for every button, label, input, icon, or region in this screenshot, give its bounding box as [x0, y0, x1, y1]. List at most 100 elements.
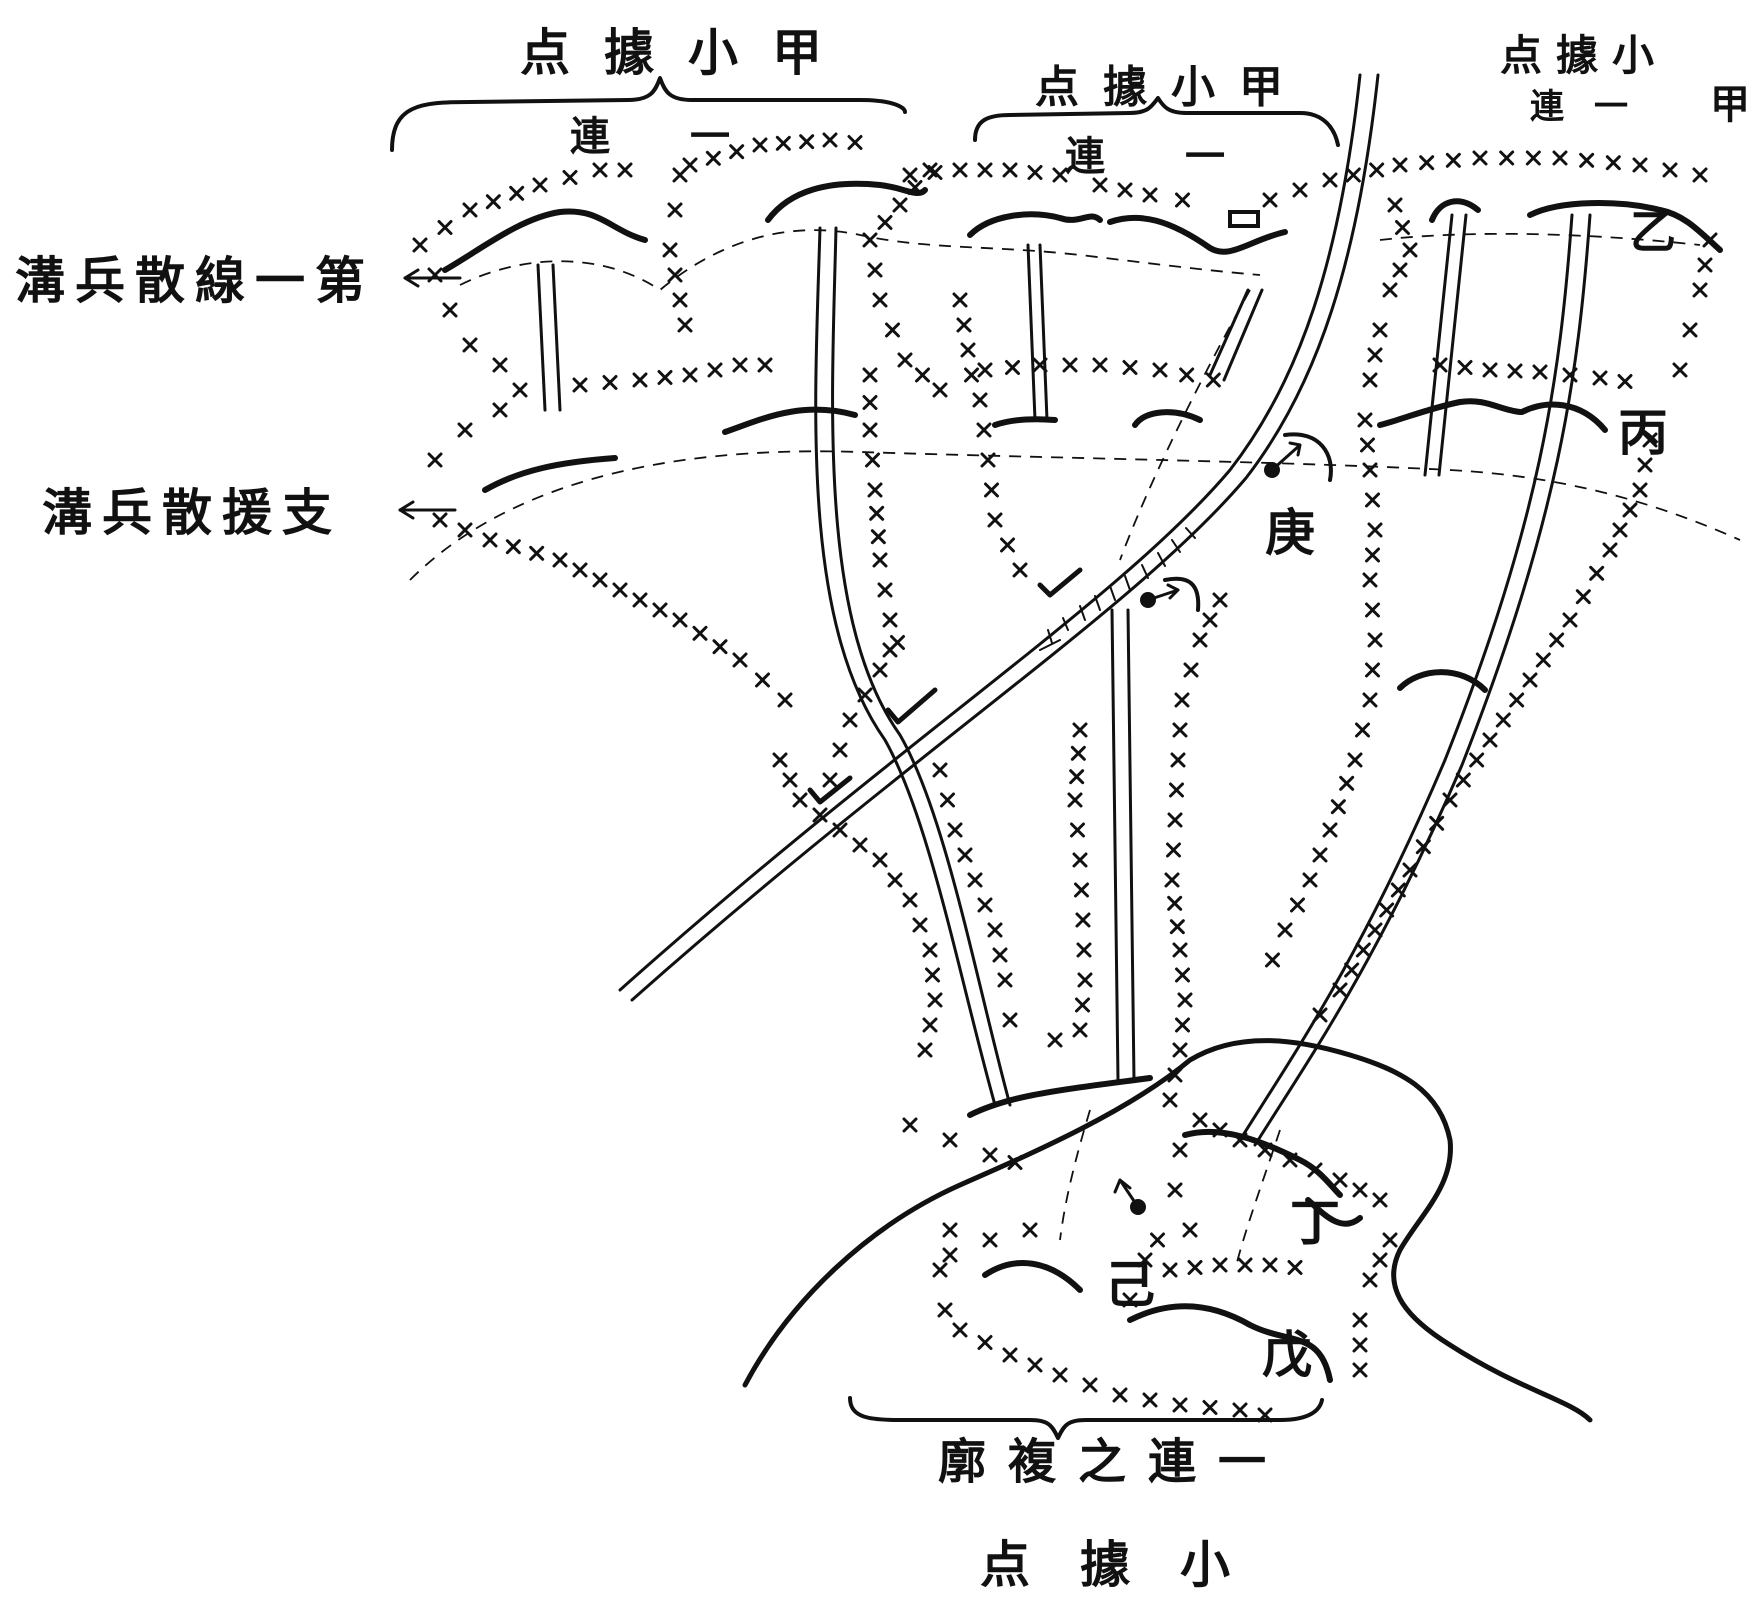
wire-x-mark	[705, 150, 721, 166]
wire-x-mark	[1192, 632, 1208, 648]
wire-x-mark	[1082, 1377, 1098, 1393]
wire-x-mark	[1092, 357, 1108, 373]
wire-x-mark	[672, 292, 688, 308]
wire-x-mark	[1117, 182, 1133, 198]
wire-x-mark	[462, 202, 478, 218]
wire-x-mark	[1262, 1257, 1278, 1273]
wire-x-mark	[932, 382, 948, 398]
wire-x-mark	[1262, 192, 1278, 208]
wire-x-mark	[1367, 347, 1383, 363]
wire-x-mark	[872, 852, 888, 868]
wire-x-mark	[940, 792, 955, 808]
wire-x-mark	[1175, 967, 1190, 983]
comm-trench-mid	[1110, 608, 1136, 1082]
wire-x-mark	[877, 582, 893, 598]
wire-x-mark	[987, 922, 1003, 938]
wire-x-mark	[1007, 1155, 1023, 1170]
wire-x-mark	[882, 612, 898, 628]
wire-x-mark	[1182, 1222, 1198, 1238]
wire-x-mark	[1000, 537, 1015, 553]
wire-x-mark	[1352, 1312, 1368, 1328]
wire-x-mark	[932, 762, 948, 778]
trench-mark	[992, 416, 1058, 428]
wire-x-mark	[964, 367, 979, 383]
wire-x-mark	[1367, 922, 1383, 938]
wire-x-mark	[1432, 357, 1448, 373]
wire-x-mark	[1365, 602, 1380, 618]
wire-x-mark	[1312, 1007, 1328, 1023]
label-top-right-company: 連一	[1530, 87, 1658, 127]
wire-x-mark	[952, 292, 968, 308]
wire-x-mark	[1692, 282, 1708, 298]
wire-x-mark	[1257, 1142, 1273, 1158]
wire-x-mark	[1402, 242, 1418, 258]
wire-x-mark	[732, 357, 748, 373]
wire-x-mark	[1074, 882, 1089, 898]
wire-x-mark	[1525, 150, 1541, 166]
wire-x-mark	[1455, 772, 1471, 788]
wire-x-mark	[492, 402, 508, 418]
wire-x-mark	[1075, 997, 1090, 1013]
dashed-line-upper-b	[1379, 232, 1701, 246]
wire-x-mark	[799, 134, 815, 150]
arrow-icon	[1113, 1178, 1140, 1209]
wire-x-mark	[1367, 632, 1383, 648]
wire-x-mark	[1202, 1400, 1218, 1415]
wire-x-mark	[662, 242, 678, 258]
wire-x-mark	[1002, 1012, 1018, 1028]
wire-x-mark	[1357, 412, 1373, 428]
braces	[390, 76, 1340, 1440]
wire-x-mark	[1212, 592, 1228, 608]
wire-x-mark	[1162, 1092, 1178, 1108]
wire-x-mark	[1390, 882, 1406, 898]
wire-x-mark	[1312, 847, 1328, 863]
wire-x-mark	[1549, 632, 1565, 648]
arrow-first-trench-head	[403, 268, 420, 288]
wire-x-mark	[982, 1147, 998, 1163]
wire-x-mark	[427, 267, 443, 283]
wire-x-mark	[1122, 360, 1138, 375]
label-top-left-unit: 点據小甲	[520, 23, 856, 82]
wire-x-mark	[1152, 362, 1168, 378]
wire-x-mark	[1112, 1387, 1128, 1403]
wire-x-mark	[1642, 432, 1658, 448]
wire-x-mark	[1052, 167, 1068, 183]
comm-trench-left	[814, 226, 1012, 1107]
wire-x-mark	[1047, 1032, 1063, 1048]
wire-x-mark	[1332, 1172, 1348, 1188]
wire-x-mark	[1002, 162, 1018, 178]
wire-x-mark	[412, 237, 428, 253]
wire-x-mark	[1365, 547, 1380, 563]
wire-x-mark	[677, 317, 693, 333]
wire-x-mark	[1402, 862, 1418, 878]
wire-x-mark	[529, 545, 545, 561]
wire-x-mark	[1415, 839, 1431, 855]
wire-x-mark	[442, 302, 458, 318]
wire-x-mark	[1509, 692, 1525, 708]
wire-x-mark	[977, 362, 993, 378]
label-bottom-company: 廓複之連一	[938, 1434, 1288, 1490]
wire-x-mark	[612, 582, 628, 598]
wire-x-mark	[1362, 1272, 1378, 1288]
label-bottom-unit: 点據小	[980, 1535, 1280, 1594]
wire-x-mark	[1369, 162, 1385, 178]
wire-x-mark	[977, 162, 993, 178]
wire-x-mark	[1092, 177, 1108, 193]
wire-x-mark	[1617, 374, 1633, 389]
trench-mark	[967, 1075, 1153, 1118]
wire-x-mark	[1330, 799, 1346, 815]
wire-x-mark	[682, 367, 698, 383]
wire-x-mark	[752, 137, 768, 153]
wire-x-mark	[997, 972, 1013, 988]
wire-x-mark	[927, 992, 943, 1008]
wire-x-mark	[1395, 220, 1410, 235]
wire-x-mark	[862, 367, 878, 383]
wire-x-mark	[942, 1132, 958, 1148]
label-support-skirmish-trench: 溝兵散援支	[42, 483, 342, 542]
label-top-right-jia: 甲	[1710, 81, 1750, 128]
short-connectors	[536, 213, 1468, 477]
trench-mark	[1163, 576, 1201, 612]
wire-x-mark	[867, 262, 883, 278]
checkmark-icon	[885, 687, 938, 725]
dashed-lines	[409, 229, 1741, 1271]
